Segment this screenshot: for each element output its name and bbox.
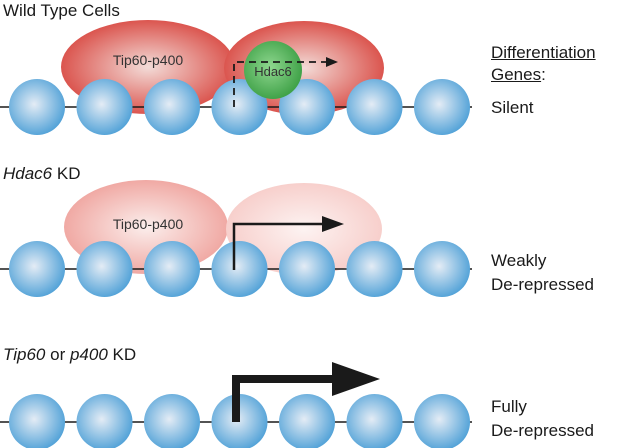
transcription-arrow-dashed bbox=[233, 57, 338, 107]
transcription-arrow-thick bbox=[232, 362, 380, 422]
status-fully: Fully bbox=[491, 397, 527, 416]
panel-wild-type: Tip60-p400 Hdac6 bbox=[0, 20, 472, 135]
nucleosome bbox=[414, 394, 470, 448]
hdac6-label: Hdac6 bbox=[254, 64, 292, 79]
title-gene-hdac6: Hdac6 bbox=[3, 164, 53, 183]
title-suffix: KD bbox=[52, 164, 81, 183]
panel-tip60-p400-kd bbox=[0, 362, 472, 448]
nucleosome bbox=[211, 241, 268, 297]
panel-title-wild-type: Wild Type Cells bbox=[3, 1, 120, 20]
nucleosome bbox=[9, 241, 65, 297]
title-gene-tip60: Tip60 bbox=[3, 345, 46, 364]
status-weakly: Weakly bbox=[491, 251, 547, 270]
status-de-repressed-weak: De-repressed bbox=[491, 275, 594, 294]
status-de-repressed-full: De-repressed bbox=[491, 421, 594, 440]
nucleosome bbox=[76, 241, 133, 297]
status-heading-line1: Differentiation bbox=[491, 43, 596, 62]
title-or: or bbox=[45, 345, 70, 364]
panel-title-tip60-p400-kd: Tip60 or p400 KD bbox=[3, 344, 136, 365]
nucleosome bbox=[9, 79, 65, 135]
nucleosome bbox=[9, 394, 65, 448]
panel-title-hdac6-kd: Hdac6 KD bbox=[3, 163, 80, 184]
nucleosome bbox=[346, 394, 403, 448]
nucleosome bbox=[346, 241, 403, 297]
nucleosome bbox=[211, 79, 268, 135]
complex-label: Tip60-p400 bbox=[113, 216, 184, 232]
status-heading-genes: Genes bbox=[491, 65, 542, 84]
title-suffix: KD bbox=[107, 345, 137, 364]
status-heading-colon: : bbox=[541, 65, 546, 84]
nucleosome bbox=[279, 394, 335, 448]
nucleosome bbox=[414, 79, 470, 135]
nucleosome bbox=[144, 79, 200, 135]
title-gene-p400: p400 bbox=[69, 345, 108, 364]
nucleosome bbox=[414, 241, 470, 297]
dna-strand bbox=[0, 241, 472, 297]
nucleosome bbox=[76, 394, 133, 448]
nucleosome bbox=[76, 79, 133, 135]
nucleosome bbox=[279, 241, 335, 297]
dna-strand bbox=[0, 79, 472, 135]
panel-hdac6-kd: Tip60-p400 bbox=[0, 180, 472, 297]
nucleosome bbox=[279, 79, 335, 135]
nucleosome bbox=[346, 79, 403, 135]
nucleosome bbox=[144, 241, 200, 297]
dna-strand bbox=[0, 394, 472, 448]
second-complex bbox=[226, 183, 382, 275]
status-heading-line2: Genes: bbox=[491, 64, 546, 85]
status-silent: Silent bbox=[491, 98, 534, 117]
hdac6-protein bbox=[244, 41, 302, 99]
complex-label: Tip60-p400 bbox=[113, 52, 184, 68]
transcription-arrow-thin bbox=[232, 216, 344, 270]
nucleosome bbox=[144, 394, 200, 448]
